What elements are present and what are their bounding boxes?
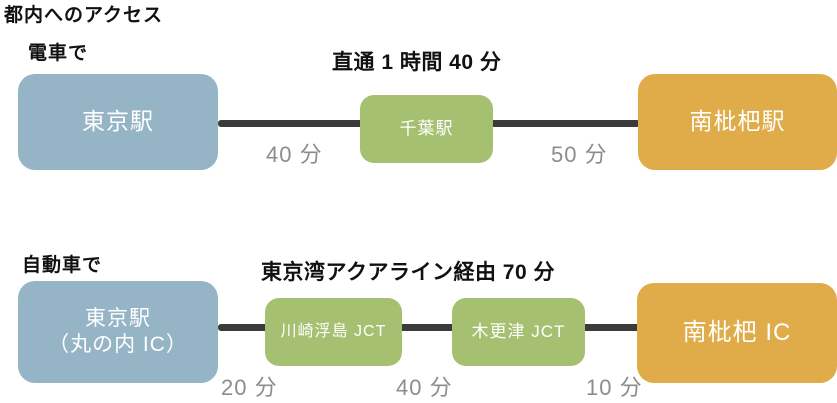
car-origin-node: 東京駅 （丸の内 IC） bbox=[18, 281, 218, 383]
car-route-line bbox=[218, 324, 640, 331]
car-leg-time-2: 40 分 bbox=[396, 375, 453, 400]
car-route-header: 東京湾アクアライン経由 70 分 bbox=[261, 261, 555, 284]
train-origin-node: 東京駅 bbox=[18, 74, 218, 170]
train-via-node: 千葉駅 bbox=[360, 95, 493, 163]
car-destination-node: 南枇杷 IC bbox=[637, 283, 837, 383]
car-via1-node: 川崎浮島 JCT bbox=[265, 298, 402, 366]
train-via-label: 千葉駅 bbox=[399, 118, 454, 138]
car-via1-label: 川崎浮島 JCT bbox=[280, 323, 387, 341]
car-destination-label: 南枇杷 IC bbox=[682, 318, 792, 346]
train-destination-label: 南枇杷駅 bbox=[689, 108, 786, 135]
train-leg-time-2: 50 分 bbox=[551, 142, 608, 167]
car-section-label: 自動車で bbox=[22, 255, 103, 276]
car-via2-label: 木更津 JCT bbox=[471, 321, 566, 341]
page-title: 都内へのアクセス bbox=[4, 5, 164, 26]
train-leg-time-1: 40 分 bbox=[266, 142, 323, 167]
car-leg-time-3: 10 分 bbox=[586, 375, 643, 400]
train-origin-label: 東京駅 bbox=[82, 108, 154, 135]
train-section-label: 電車で bbox=[28, 43, 89, 64]
car-origin-label-line2: （丸の内 IC） bbox=[48, 333, 188, 356]
train-route-header: 直通 1 時間 40 分 bbox=[332, 51, 502, 74]
car-origin-label-line1: 東京駅 bbox=[85, 306, 151, 330]
car-leg-time-1: 20 分 bbox=[221, 375, 278, 400]
car-via2-node: 木更津 JCT bbox=[452, 298, 585, 366]
train-destination-node: 南枇杷駅 bbox=[638, 74, 837, 170]
